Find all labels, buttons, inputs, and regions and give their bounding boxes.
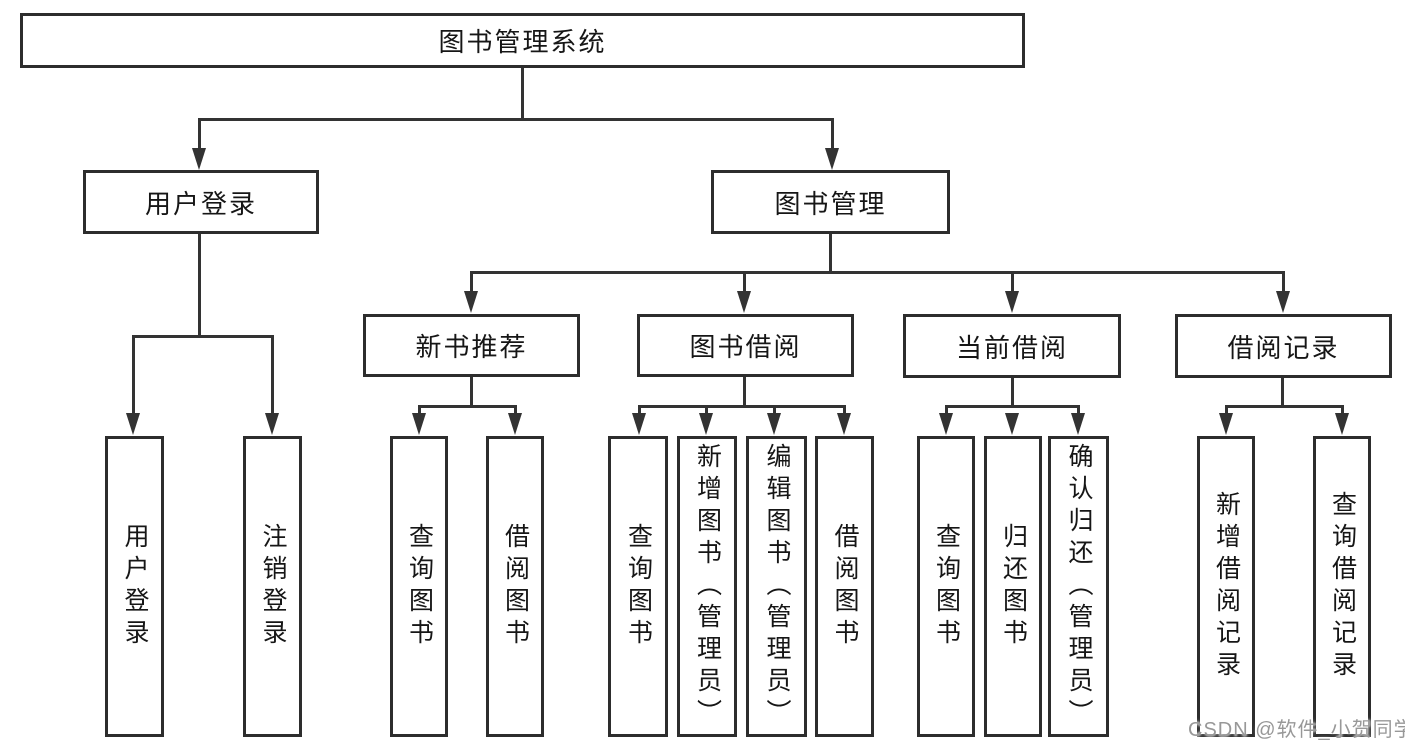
connector-line: [1011, 377, 1014, 408]
connector-line: [198, 233, 201, 338]
connector-line: [1282, 271, 1285, 297]
arrow-down-icon: [192, 148, 206, 170]
arrow-down-icon: [825, 148, 839, 170]
connector-line: [829, 233, 832, 274]
leaf-query-borrow-record-label: 查询借阅记录: [1328, 490, 1357, 683]
connector-line: [132, 335, 273, 338]
arrow-down-icon: [737, 291, 751, 313]
node-root-label: 图书管理系统: [438, 27, 607, 57]
connector-line: [418, 405, 516, 408]
node-borrow-records: 借阅记录: [1175, 314, 1392, 378]
connector-line: [1281, 377, 1284, 408]
leaf-return-books-label: 归还图书: [999, 522, 1028, 651]
node-borrow-records-label: 借阅记录: [1227, 332, 1340, 363]
connector-line: [418, 405, 421, 419]
connector-line: [1341, 405, 1344, 419]
arrow-down-icon: [1219, 413, 1233, 435]
arrow-down-icon: [1005, 413, 1019, 435]
node-book-borrow: 图书借阅: [637, 314, 854, 377]
leaf-edit-book-admin-label: 编辑图书（管理员）: [763, 442, 791, 731]
node-book-management: 图书管理: [711, 170, 950, 234]
connector-line: [271, 335, 274, 419]
connector-line: [198, 118, 201, 154]
leaf-query-books-borrow-label: 查询图书: [624, 522, 653, 651]
connector-line: [1077, 405, 1080, 419]
node-user-login: 用户登录: [83, 170, 319, 234]
leaf-add-book-admin: 新增图书（管理员）: [677, 436, 737, 737]
leaf-return-books: 归还图书: [984, 436, 1042, 737]
leaf-logout-label: 注销登录: [259, 522, 287, 651]
node-book-borrow-label: 图书借阅: [689, 332, 802, 362]
connector-line: [638, 405, 846, 408]
node-current-borrow: 当前借阅: [903, 314, 1121, 378]
leaf-query-books-recommend: 查询图书: [390, 436, 448, 737]
arrow-down-icon: [1005, 291, 1019, 313]
connector-line: [945, 405, 1080, 408]
arrow-down-icon: [412, 413, 426, 435]
leaf-borrow-books-label: 借阅图书: [831, 522, 859, 651]
arrow-down-icon: [837, 413, 851, 435]
connector-line: [514, 405, 517, 419]
connector-line: [132, 335, 135, 419]
arrow-down-icon: [699, 413, 713, 435]
connector-line: [638, 405, 641, 419]
connector-line: [743, 376, 746, 408]
leaf-logout: 注销登录: [243, 436, 302, 737]
connector-line: [198, 118, 834, 121]
leaf-query-books-recommend-label: 查询图书: [405, 522, 434, 651]
arrow-down-icon: [126, 413, 140, 435]
leaf-borrow-books-recommend: 借阅图书: [486, 436, 544, 737]
leaf-user-login: 用户登录: [105, 436, 164, 737]
connector-line: [1225, 405, 1228, 419]
connector-line: [831, 118, 834, 154]
arrow-down-icon: [508, 413, 522, 435]
connector-line: [1225, 405, 1344, 408]
leaf-borrow-books-recommend-label: 借阅图书: [501, 522, 530, 651]
node-root: 图书管理系统: [20, 13, 1025, 68]
arrow-down-icon: [1071, 413, 1085, 435]
leaf-user-login-label: 用户登录: [121, 522, 149, 651]
arrow-down-icon: [265, 413, 279, 435]
connector-line: [521, 68, 524, 120]
arrow-down-icon: [1335, 413, 1349, 435]
connector-line: [773, 405, 776, 419]
arrow-down-icon: [1276, 291, 1290, 313]
connector-line: [945, 405, 948, 419]
node-book-management-label: 图书管理: [774, 188, 887, 219]
arrow-down-icon: [632, 413, 646, 435]
node-new-book-recommend: 新书推荐: [363, 314, 580, 377]
leaf-add-borrow-record: 新增借阅记录: [1197, 436, 1255, 737]
leaf-confirm-return-admin: 确认归还（管理员）: [1048, 436, 1109, 737]
leaf-add-book-admin-label: 新增图书（管理员）: [693, 442, 722, 731]
node-new-book-recommend-label: 新书推荐: [415, 332, 528, 362]
connector-line: [470, 271, 473, 297]
leaf-edit-book-admin: 编辑图书（管理员）: [746, 436, 807, 737]
arrow-down-icon: [767, 413, 781, 435]
leaf-confirm-return-admin-label: 确认归还（管理员）: [1065, 442, 1093, 731]
arrow-down-icon: [939, 413, 953, 435]
connector-line: [843, 405, 846, 419]
node-current-borrow-label: 当前借阅: [955, 332, 1068, 363]
node-user-login-label: 用户登录: [144, 188, 257, 219]
connector-line: [705, 405, 708, 419]
connector-line: [743, 271, 746, 297]
leaf-query-books-current-label: 查询图书: [932, 522, 961, 651]
connector-line: [470, 271, 1284, 274]
leaf-query-borrow-record: 查询借阅记录: [1313, 436, 1371, 737]
csdn-watermark: CSDN @软件_小贺同学: [1188, 719, 1405, 741]
leaf-query-books-current: 查询图书: [917, 436, 975, 737]
leaf-borrow-books: 借阅图书: [815, 436, 874, 737]
leaf-query-books-borrow: 查询图书: [608, 436, 668, 737]
connector-line: [1011, 271, 1014, 297]
connector-line: [470, 376, 473, 408]
leaf-add-borrow-record-label: 新增借阅记录: [1212, 490, 1241, 683]
arrow-down-icon: [464, 291, 478, 313]
